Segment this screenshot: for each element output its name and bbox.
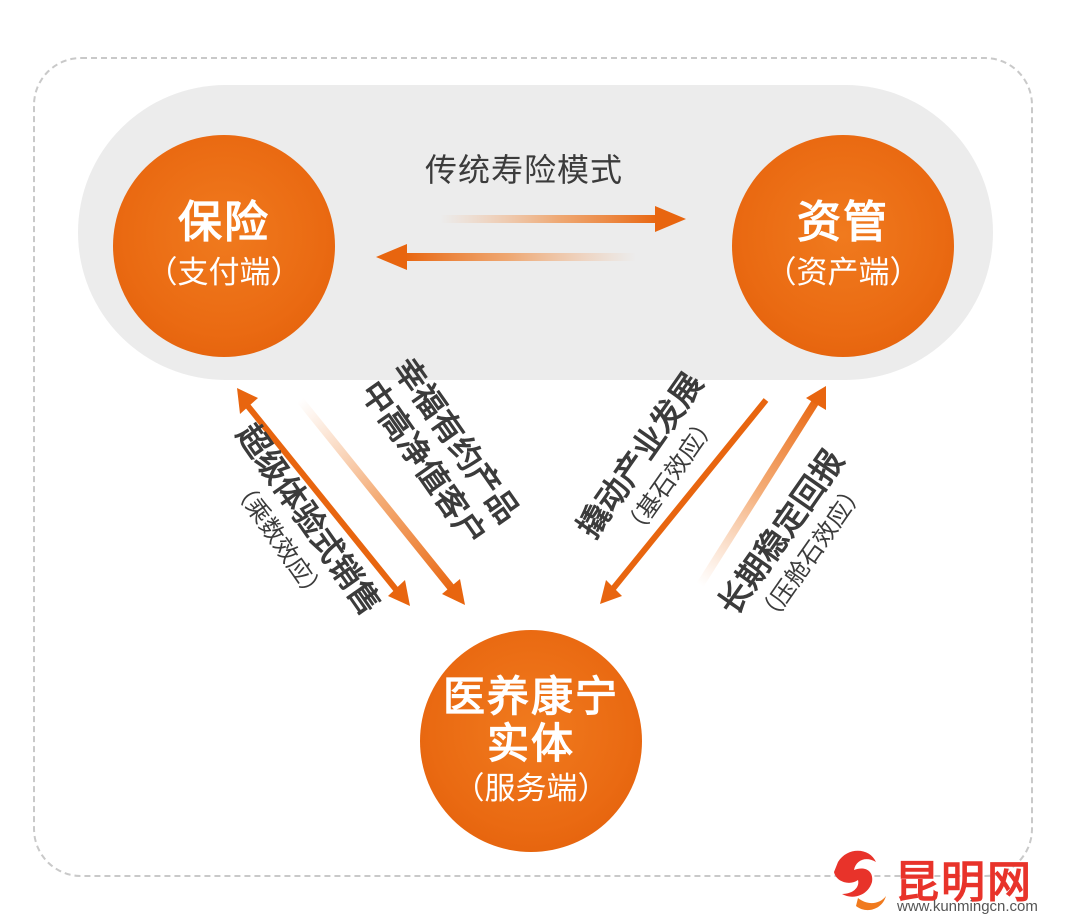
- traditional-model-label: 传统寿险模式: [425, 151, 624, 189]
- medical-node: 医养康宁 实体 （服务端）: [420, 630, 642, 852]
- medical-title-line1: 医养康宁: [442, 671, 619, 721]
- double-arrow-insurance-medical: [237, 388, 410, 606]
- medical-subtitle: （服务端）: [453, 770, 609, 807]
- insurance-subtitle: （支付端）: [146, 255, 302, 292]
- asset-management-title: 资管: [797, 197, 889, 249]
- watermark-url: www.kunmingcn.com: [897, 898, 1038, 915]
- arrow-to-asset-from-medical: [696, 386, 826, 588]
- arrow-to-asset-management: [440, 206, 686, 232]
- medical-title-line2: 实体: [486, 718, 575, 768]
- dashed-frame: [33, 57, 1033, 877]
- arrow-to-insurance: [376, 244, 636, 270]
- watermark-logo-icon: [834, 850, 886, 911]
- insurance-title: 保险: [178, 197, 270, 249]
- arrow-to-medical: [296, 397, 465, 605]
- asset-management-node: 资管 （资产端）: [732, 135, 954, 357]
- asset-management-subtitle: （资产端）: [765, 255, 921, 292]
- insurance-node: 保险 （支付端）: [113, 135, 335, 357]
- watermark-name: 昆明网: [895, 857, 1033, 908]
- double-arrow-asset-medical: [600, 398, 769, 604]
